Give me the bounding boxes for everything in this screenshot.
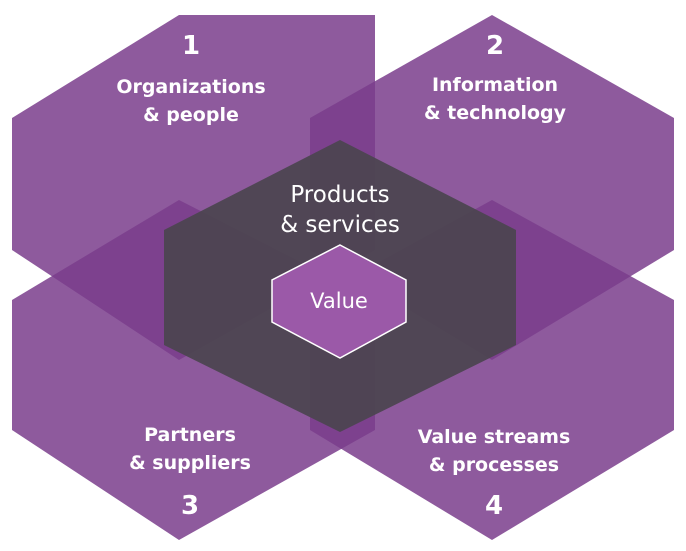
dimension-3-label-line2: & suppliers bbox=[129, 452, 251, 474]
value-label: Value bbox=[310, 289, 368, 313]
dimension-3-number: 3 bbox=[181, 491, 199, 521]
products-services-label-line2: & services bbox=[280, 212, 400, 238]
dimension-4-label-line1: Value streams bbox=[418, 426, 571, 448]
dimension-2-label-line1: Information bbox=[432, 74, 558, 96]
dimension-2-label-line2: & technology bbox=[424, 102, 567, 124]
dimension-4-label-line2: & processes bbox=[429, 454, 559, 476]
dimension-4-number: 4 bbox=[485, 491, 503, 521]
products-services-label-line1: Products bbox=[290, 182, 389, 208]
dimension-1-label-line1: Organizations bbox=[116, 76, 265, 98]
value-hexagon bbox=[271, 244, 407, 359]
dimension-3-label-line1: Partners bbox=[144, 424, 236, 446]
dimension-1-number: 1 bbox=[182, 31, 200, 61]
dimension-2-number: 2 bbox=[486, 31, 504, 61]
dimension-1-label-line2: & people bbox=[143, 104, 239, 126]
